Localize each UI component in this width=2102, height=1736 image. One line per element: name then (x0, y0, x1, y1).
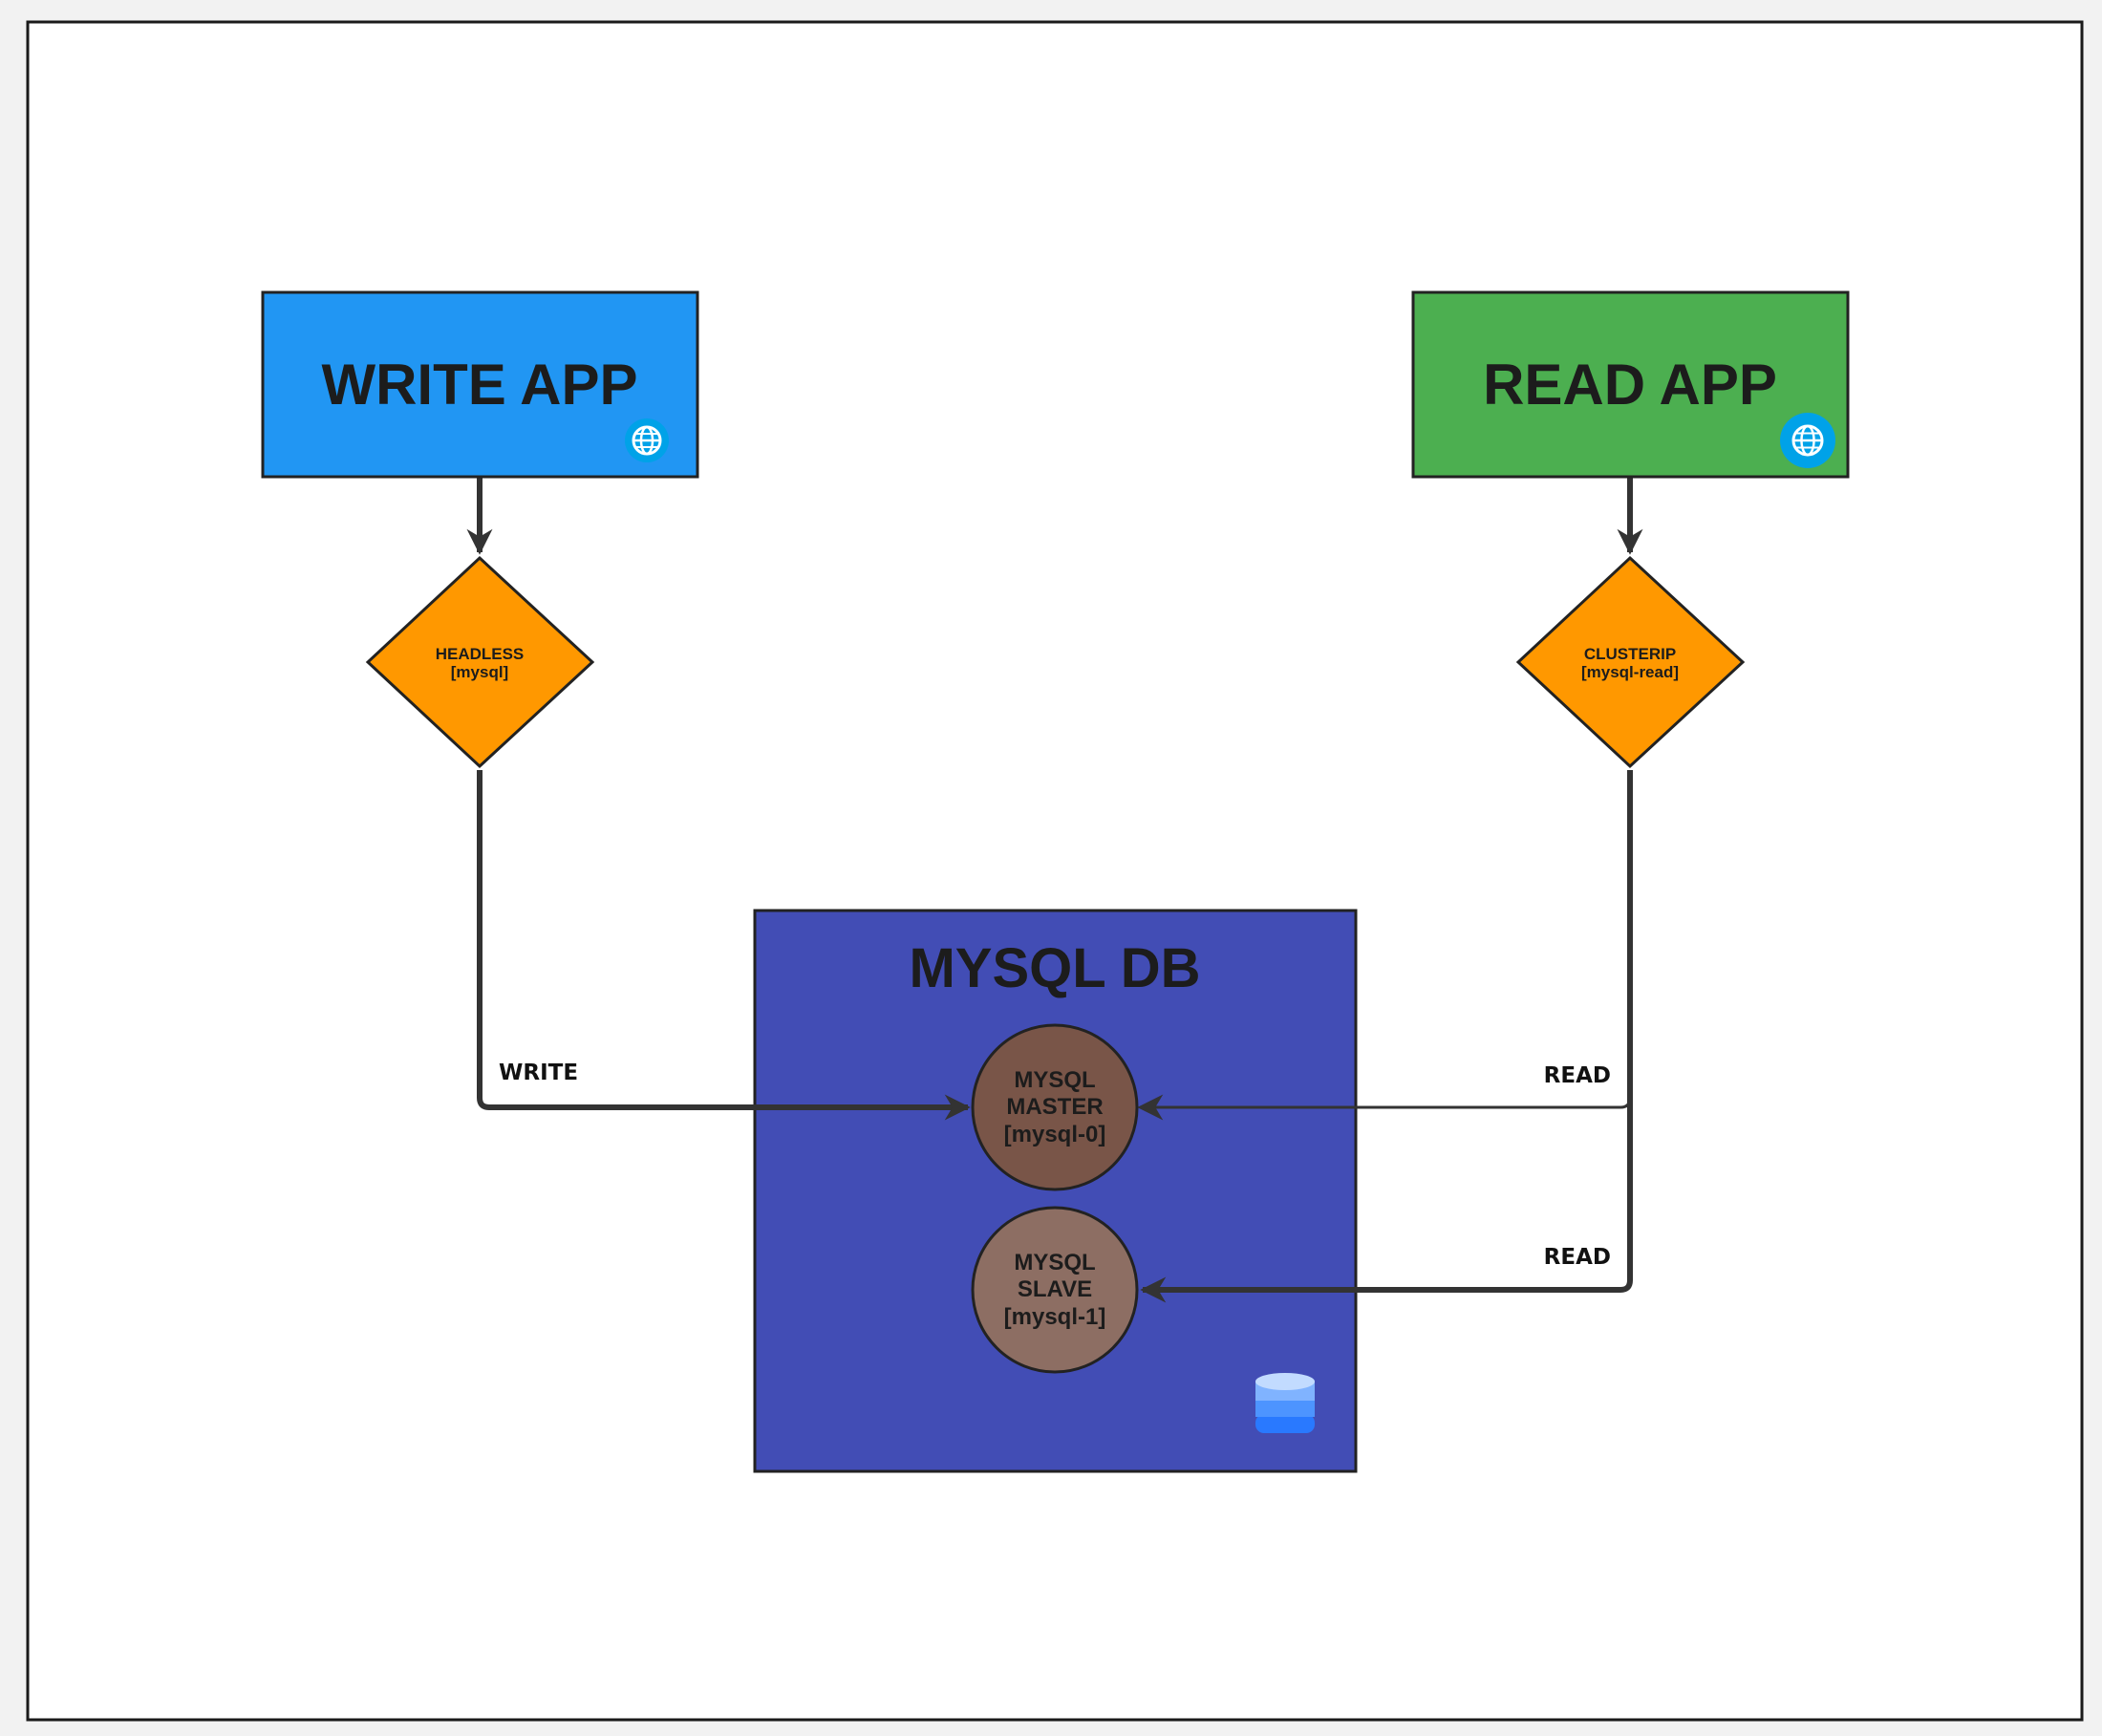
mysql-db-box (753, 909, 1358, 1473)
clusterip-label-line2: [mysql-read] (1581, 663, 1679, 681)
mysql-db-node[interactable]: MYSQL DB (753, 909, 1358, 1473)
globe-icon (625, 418, 669, 462)
read-app-label: READ APP (1483, 353, 1777, 417)
write-app-box (261, 290, 699, 479)
read-app-box (1411, 290, 1850, 479)
mysql-slave-line1: MYSQL (1014, 1250, 1095, 1275)
mysql-master-node[interactable]: MYSQL MASTER [mysql-0] (971, 1023, 1139, 1191)
write-edge-label: WRITE (499, 1061, 578, 1085)
mysql-master-line3: [mysql-0] (1004, 1122, 1106, 1147)
clusterip-service-node[interactable]: CLUSTERIP [mysql-read] (1515, 555, 1746, 769)
headless-diamond (365, 555, 595, 769)
headless-service-node[interactable]: HEADLESS [mysql] (365, 555, 595, 769)
database-icon (1255, 1373, 1315, 1433)
mysql-slave-line2: SLAVE (1018, 1276, 1092, 1302)
read-to-slave-connector[interactable] (1140, 770, 1633, 1303)
write-to-master-connector[interactable] (477, 770, 971, 1121)
headless-label-line2: [mysql] (451, 663, 508, 681)
write-app-label: WRITE APP (321, 353, 637, 417)
globe-icon (1780, 413, 1835, 468)
mysql-master-line2: MASTER (1006, 1094, 1103, 1120)
read-slave-edge-label: READ (1544, 1245, 1611, 1270)
read-app-node[interactable]: READ APP (1411, 290, 1850, 479)
mysql-master-circle (971, 1023, 1139, 1191)
mysql-db-label: MYSQL DB (909, 937, 1200, 999)
read-master-edge-label: READ (1544, 1063, 1611, 1088)
mysql-master-line1: MYSQL (1014, 1067, 1095, 1093)
write-app-node[interactable]: WRITE APP (261, 290, 699, 479)
clusterip-label-line1: CLUSTERIP (1584, 645, 1676, 663)
headless-label-line1: HEADLESS (436, 645, 525, 663)
mysql-slave-circle (971, 1206, 1139, 1374)
mysql-slave-node[interactable]: MYSQL SLAVE [mysql-1] (971, 1206, 1139, 1374)
clusterip-diamond (1515, 555, 1746, 769)
mysql-slave-line3: [mysql-1] (1004, 1304, 1106, 1330)
